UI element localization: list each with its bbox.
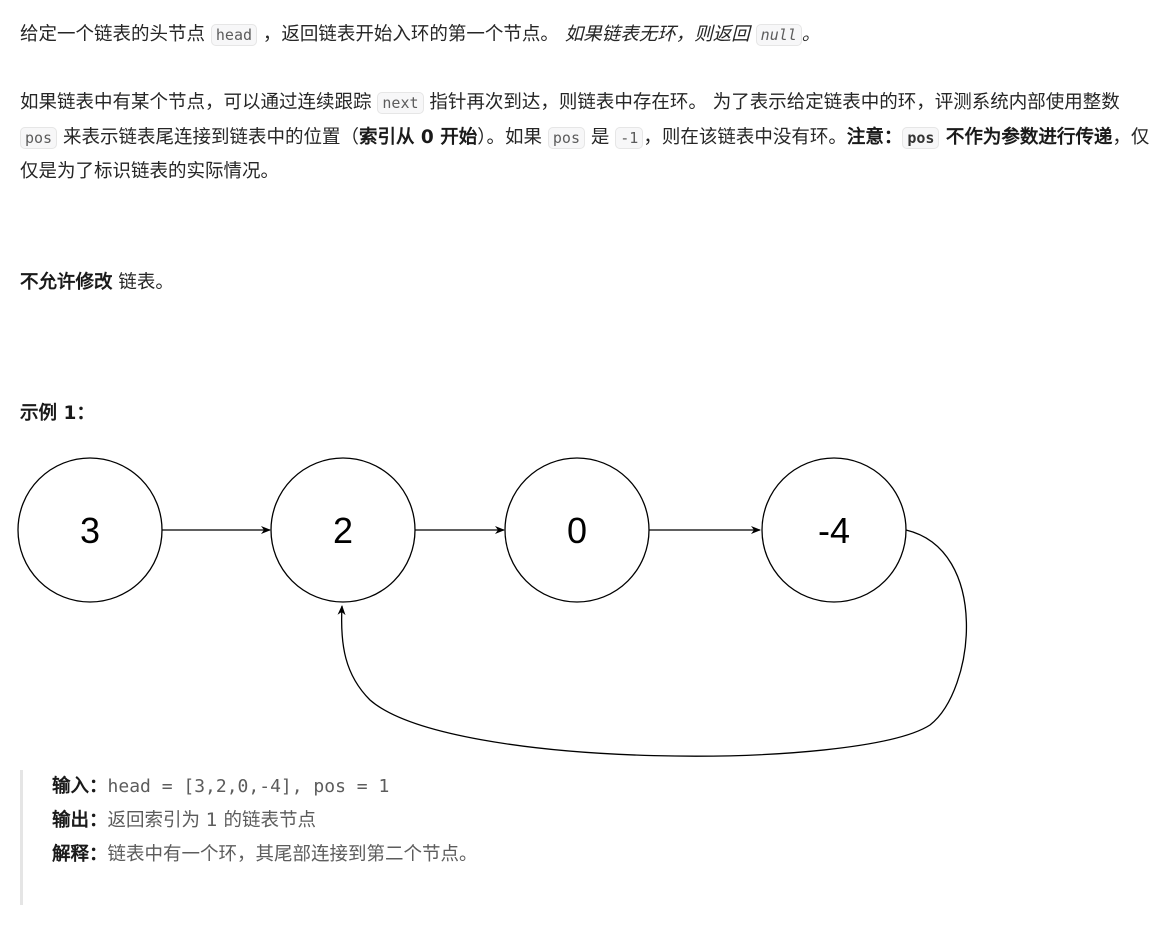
example-output: 输出：返回索引为 1 的链表节点	[52, 804, 952, 838]
intro-paragraph: 给定一个链表的头节点 head ，返回链表开始入环的第一个节点。 如果链表无环，…	[20, 18, 1150, 53]
code-next: next	[377, 92, 424, 114]
italic-text: 如果链表无环，则返回	[564, 24, 756, 45]
text: ，返回链表开始入环的第一个节点。	[257, 24, 565, 45]
value: 返回索引为 1 的链表节点	[107, 810, 317, 831]
code-pos: pos	[902, 126, 940, 149]
example-title: 示例 1：	[20, 397, 1150, 432]
text: 如果链表中有某个节点，可以通过连续跟踪	[20, 92, 378, 113]
cycle-arrow	[337, 529, 968, 757]
text: ，则在该链表中没有环。	[643, 126, 847, 148]
code-head: head	[210, 24, 258, 46]
text: 给定一个链表的头节点	[20, 24, 211, 45]
node-value: 3	[80, 510, 100, 551]
linked-list-diagram: 3 2 0 -4	[17, 457, 968, 757]
value: head = [3,2,0,-4], pos = 1	[107, 776, 390, 797]
text: 指针再次到达，则链表中存在环。 为了表示给定链表中的环，评测系统内部使用整数	[423, 92, 1120, 113]
label: 解释：	[52, 844, 108, 865]
constraint-paragraph: 不允许修改 链表。	[20, 266, 1150, 301]
text: 是	[584, 126, 616, 148]
bold-text: 索引从 0 开始	[358, 126, 478, 148]
text: ，仅仅是为了标识链表的实际情况。	[20, 126, 1150, 183]
bold-text: 注意：	[846, 126, 903, 148]
example-block: 输入：head = [3,2,0,-4], pos = 1 输出：返回索引为 1…	[20, 770, 952, 905]
example-explanation: 解释：链表中有一个环，其尾部连接到第二个节点。	[52, 838, 952, 872]
description-paragraph: 如果链表中有某个节点，可以通过连续跟踪 next 指针再次到达，则链表中存在环。…	[20, 86, 1150, 190]
code-pos: pos	[547, 126, 585, 149]
bold-text: 不作为参数进行传递	[939, 126, 1113, 148]
label: 输出：	[52, 810, 108, 831]
node-value: -4	[818, 510, 850, 551]
label: 输入：	[52, 776, 108, 797]
text: 来表示链表尾连接到链表中的位置（	[57, 126, 359, 148]
code-pos: pos	[20, 126, 58, 149]
node-value: 0	[567, 510, 587, 551]
bold-text: 不允许修改	[20, 272, 113, 293]
node-value: 2	[333, 510, 353, 551]
text: ）。如果	[477, 126, 548, 148]
italic-text: 。	[801, 24, 821, 45]
code-null: null	[755, 24, 802, 46]
value: 链表中有一个环，其尾部连接到第二个节点。	[107, 844, 478, 865]
code-minus-one: -1	[615, 126, 644, 149]
example-input: 输入：head = [3,2,0,-4], pos = 1	[52, 770, 952, 804]
bold-text: 示例 1：	[20, 403, 95, 424]
text: 链表。	[112, 272, 174, 293]
